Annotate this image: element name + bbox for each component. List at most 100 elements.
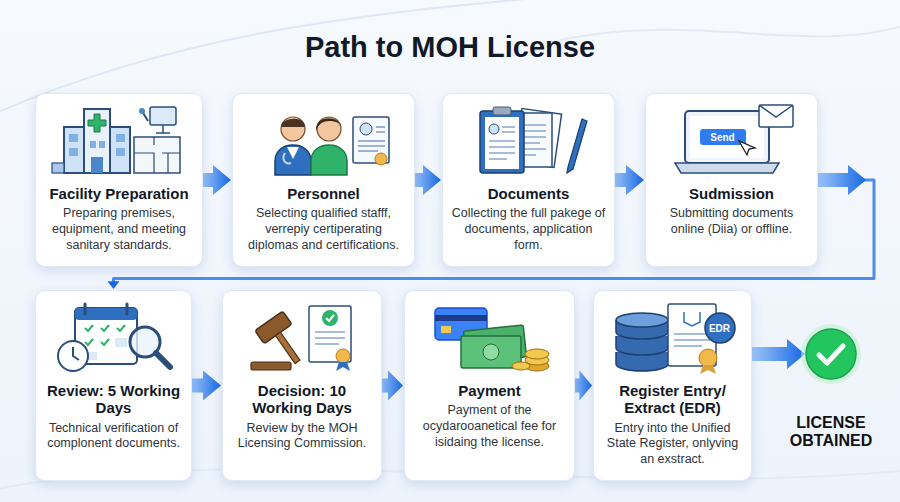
step-card: EDR Register Entry/ Extract (EDR) Entry i… [593,290,752,481]
step-card: Decision: 10 Working DaysReview by the M… [222,290,382,481]
icon-shape [525,349,549,359]
icon-shape [315,118,341,131]
icon-shape [685,111,769,163]
icon-shape [759,105,793,117]
icon-shape [358,127,385,151]
gavel-icon [233,298,371,376]
edr-badge-label-slot: EDR [705,313,735,343]
icon-shape [73,347,79,360]
icon-shape [375,153,387,165]
step-heading: Facility Preparation [42,185,196,202]
icon-shape [512,362,530,370]
flow-arrow [611,165,644,195]
icon-shape [134,137,180,173]
icon-shape [441,326,451,333]
icon-shape [45,298,183,376]
flow-arrow [814,165,866,195]
icon-shape [326,315,334,321]
icon-shape [435,315,487,321]
icon-shape [69,148,78,156]
money-icon [421,298,559,376]
icon-shape [311,145,347,175]
icon-shape [315,332,345,344]
check-icon [799,322,863,386]
diagram-title: Path to MOH License [0,31,900,64]
icon-shape [88,114,106,132]
icon-shape [700,365,716,374]
step-card: Send SudmissionSubmitting documents onli… [645,93,818,267]
laptop-icon: Send [663,101,801,179]
icon-shape [276,332,300,363]
flow-connector [611,165,644,195]
icon-shape [115,338,127,347]
icon-shape [759,105,793,127]
step-description: Entry into the Unified State Register, o… [600,421,745,468]
icon-shape [116,134,125,142]
swoosh [560,20,900,40]
flow-arrow [411,165,441,195]
icon-shape [616,313,668,327]
icon-shape [283,153,291,163]
icon-shape [156,125,170,133]
icon-shape [604,298,742,376]
icon-shape [150,107,176,125]
icon-shape [819,346,843,363]
icon-shape [116,148,125,156]
end-marker: LICENSE OBTAINED [775,322,887,451]
icon-shape [281,117,305,141]
icon-shape [675,163,779,173]
icon-shape [684,312,700,326]
icon-shape [567,119,587,173]
flow-connector [188,371,221,401]
icon-shape [489,127,515,159]
icon-shape [69,134,78,142]
icon-shape [360,123,372,135]
step-heading: Sudmission [652,185,811,202]
flow-connector [199,165,231,195]
icon-shape [485,117,519,169]
icon-shape [309,306,351,362]
flow-connector [748,339,805,369]
icon-shape [461,336,521,368]
icon-shape [700,129,746,145]
flow-arrow [748,339,805,369]
icon-shape [251,362,291,370]
icon-shape [90,141,96,148]
icon-shape [336,362,350,371]
icon-shape [480,111,524,173]
icon-shape [739,141,755,155]
step-heading: Payment [411,382,568,399]
icon-shape [281,119,305,127]
hospital-icon [50,101,188,179]
icon-shape [801,324,861,384]
icon-shape [85,304,127,314]
icon-shape [255,311,292,344]
arrow-head [108,281,120,289]
icon-shape [705,313,735,343]
icon-shape [50,101,188,179]
step-description: Payment of the ocydarooanetical fee for … [411,403,568,450]
step-description: Collecting the full pakege of documents,… [449,206,608,253]
icon-shape [91,157,103,173]
icon-label: Send [710,132,734,143]
icon-shape [799,322,863,386]
icon-shape [460,101,598,179]
step-heading: Documents [449,185,608,202]
icon-shape [84,109,110,173]
step-description: Selecting qualified stafff, verrepiy cer… [239,206,408,253]
step-description: Submitting documents online (Diia) or of… [652,206,811,237]
step-heading: Decision: 10 Working Days [229,382,375,417]
step-heading: Review: 5 Working Days [42,382,185,417]
step-description: Review by the MOH Licensing Commission. [229,421,375,452]
step-card: PersonnelSelecting qualified stafff, ver… [232,93,415,267]
icon-shape [699,349,717,367]
flow-arrow [188,371,221,401]
calendar-icon [45,298,183,376]
icon-shape [233,298,371,376]
send-button-label-slot: Send [700,129,746,145]
icon-shape [489,124,499,134]
step-heading: Register Entry/ Extract (EDR) [600,382,745,417]
icon-shape [421,298,559,376]
step-card: Facility PreparationPreparing premises, … [35,93,203,267]
step-description: Preparing premises, equipment, and meeti… [42,206,196,253]
